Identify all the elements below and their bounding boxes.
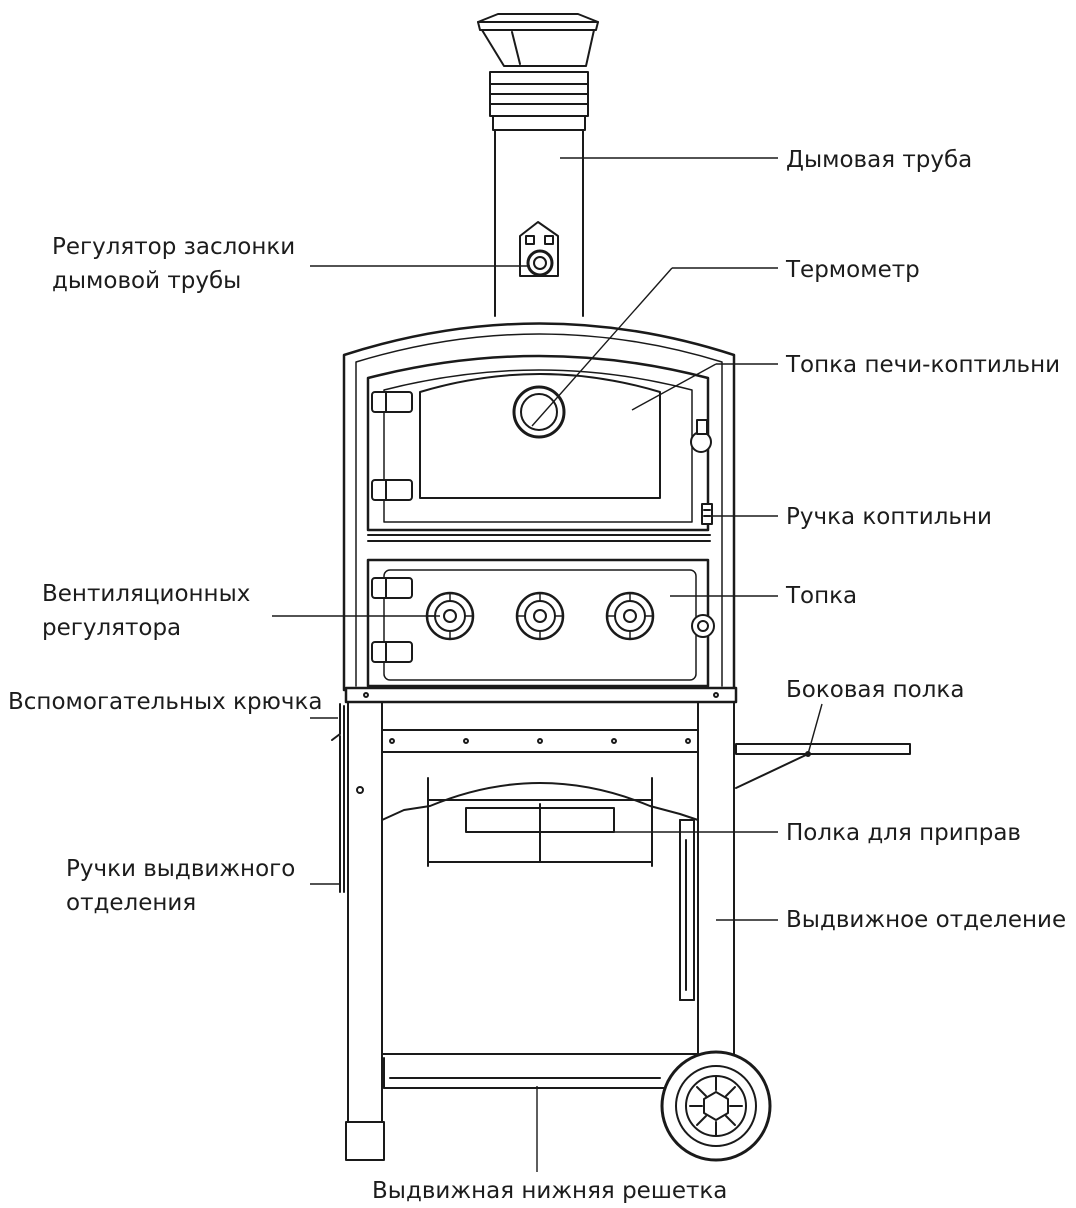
label-drawer-handles-line-2: отделения [66, 890, 197, 916]
label-vent-regulators-line-1: Вентиляционных [42, 581, 251, 607]
upper-door [366, 354, 713, 532]
label-drawer-handles-line-1: Ручки выдвижного [66, 856, 296, 882]
chimney [477, 13, 599, 317]
label-drawer: Выдвижное отделение [786, 907, 1067, 933]
damper [519, 221, 559, 277]
drawer [679, 819, 695, 1001]
wheel [660, 1050, 772, 1162]
label-damper: Регулятор заслонки дымовой трубы [52, 230, 295, 298]
label-damper-line-1: Регулятор заслонки [52, 234, 296, 260]
base-plate [344, 686, 738, 704]
label-damper-line-2: дымовой трубы [52, 268, 242, 294]
label-smoker-handle: Ручка коптильни [786, 504, 992, 530]
cart-frame [345, 701, 735, 1161]
vent-regulators [425, 591, 655, 641]
label-vent-regulators-line-2: регулятора [42, 615, 182, 641]
side-shelf [735, 743, 911, 789]
label-vent-regulators: Вентиляционных регулятора [42, 577, 250, 645]
label-chimney: Дымовая труба [786, 147, 973, 173]
aux-hooks [331, 703, 345, 893]
label-bottom-grate: Выдвижная нижняя решетка [372, 1178, 728, 1204]
label-thermometer: Термометр [786, 257, 920, 283]
label-drawer-handles: Ручки выдвижного отделения [66, 852, 295, 920]
leader-lines [272, 157, 823, 1172]
label-firebox: Топка [786, 583, 858, 609]
label-aux-hooks: Вспомогательных крючка [8, 689, 323, 715]
spice-shelf [381, 777, 699, 867]
label-smoker-firebox: Топка печи-коптильни [786, 352, 1061, 378]
label-spice-shelf: Полка для приправ [786, 820, 1021, 846]
label-side-shelf: Боковая полка [786, 677, 965, 703]
